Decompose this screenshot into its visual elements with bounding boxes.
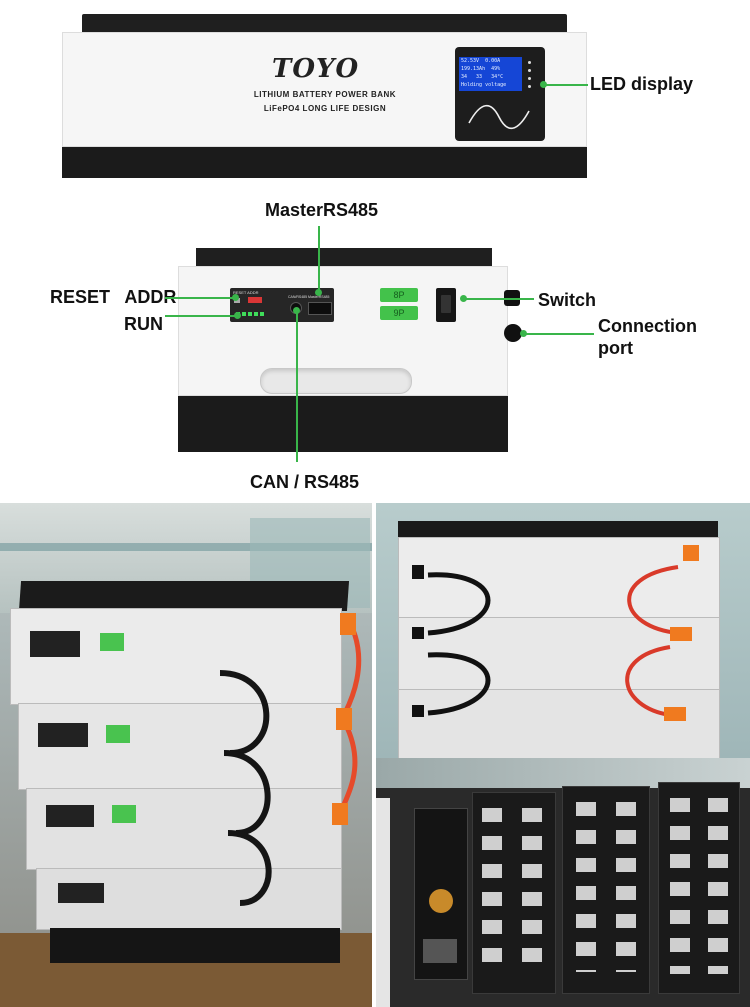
- lcd-row-1: 52.53V 0.00A: [461, 58, 501, 64]
- label-led-display: LED display: [590, 74, 694, 94]
- top-unit-lid: [82, 14, 567, 34]
- side-module-3: [398, 689, 720, 758]
- terminal-bottom-label: 9P: [393, 308, 405, 318]
- product-line-2: LiFePO4 LONG LIFE DESIGN: [263, 104, 387, 113]
- front-unit-lid: [196, 248, 492, 268]
- bms-board: [414, 808, 468, 980]
- dip-switch[interactable]: [248, 297, 262, 303]
- front-unit-base: [178, 396, 508, 452]
- cell-bank: [472, 778, 742, 998]
- stack-cables: [219, 613, 362, 906]
- side-connector-bottom[interactable]: [504, 324, 522, 342]
- lcd-screen: 52.53V 0.00A 199.13Ah 49% 34 33 34°C Hol…: [459, 57, 522, 91]
- callout-line-run: [165, 315, 237, 317]
- handle-slot: [260, 368, 412, 394]
- lcd-row-3: 34 33 34°C: [461, 74, 504, 80]
- master-rs485-port[interactable]: [308, 302, 332, 315]
- label-master-rs485: MasterRS485: [265, 200, 379, 220]
- product-line-1: LITHIUM BATTERY POWER BANK: [253, 90, 397, 99]
- label-can-rs485: CAN / RS485: [250, 472, 360, 492]
- label-reset-addr: RESET ADDR: [50, 287, 177, 307]
- front-battery-unit: RESET ADDR CAN/RS485 MasterRS485 8P 9P: [178, 248, 522, 452]
- callout-dot-switch: [460, 295, 467, 302]
- label-switch: Switch: [538, 290, 597, 310]
- port-text: CAN/RS485 MasterRS485: [288, 295, 330, 299]
- label-connection-port: Connection port: [598, 316, 697, 358]
- photo-stacked-batteries: [0, 503, 372, 1007]
- lcd-indicator-leds: [528, 61, 532, 91]
- green-terminal-bottom: 9P: [380, 306, 418, 320]
- callout-line-connection: [524, 333, 594, 335]
- callout-line-switch: [464, 298, 534, 300]
- photo-side-connectors: [376, 503, 750, 758]
- callout-line-reset: [165, 297, 235, 299]
- stack-base: [50, 928, 340, 963]
- callout-dot-run: [234, 312, 241, 319]
- callout-dot-connection: [520, 330, 527, 337]
- photo-internal-cells: [376, 758, 750, 1007]
- reset-addr-text: RESET ADDR: [233, 290, 259, 295]
- power-switch[interactable]: [436, 288, 456, 322]
- label-run: RUN: [124, 314, 163, 334]
- callout-line-can: [296, 312, 298, 462]
- callout-line-master: [318, 226, 320, 292]
- terminal-top-label: 8P: [393, 290, 405, 300]
- lcd-row-2: 199.13Ah 49%: [461, 66, 501, 72]
- callout-dot-master: [315, 289, 322, 296]
- lcd-bezel: 52.53V 0.00A 199.13Ah 49% 34 33 34°C Hol…: [455, 47, 545, 141]
- lcd-row-4: Holding voltage: [461, 82, 507, 88]
- callout-dot-reset: [232, 294, 239, 301]
- sine-wave-icon: [468, 104, 530, 130]
- top-unit-base: [62, 147, 587, 178]
- callout-dot-led: [540, 81, 547, 88]
- brand-logo: TOYO: [272, 54, 360, 84]
- callout-line-led: [544, 84, 588, 86]
- callout-dot-can: [293, 307, 300, 314]
- side-cables: [412, 545, 699, 721]
- green-terminal-top: 8P: [380, 288, 418, 302]
- top-battery-unit: TOYO LITHIUM BATTERY POWER BANK LiFePO4 …: [62, 14, 587, 178]
